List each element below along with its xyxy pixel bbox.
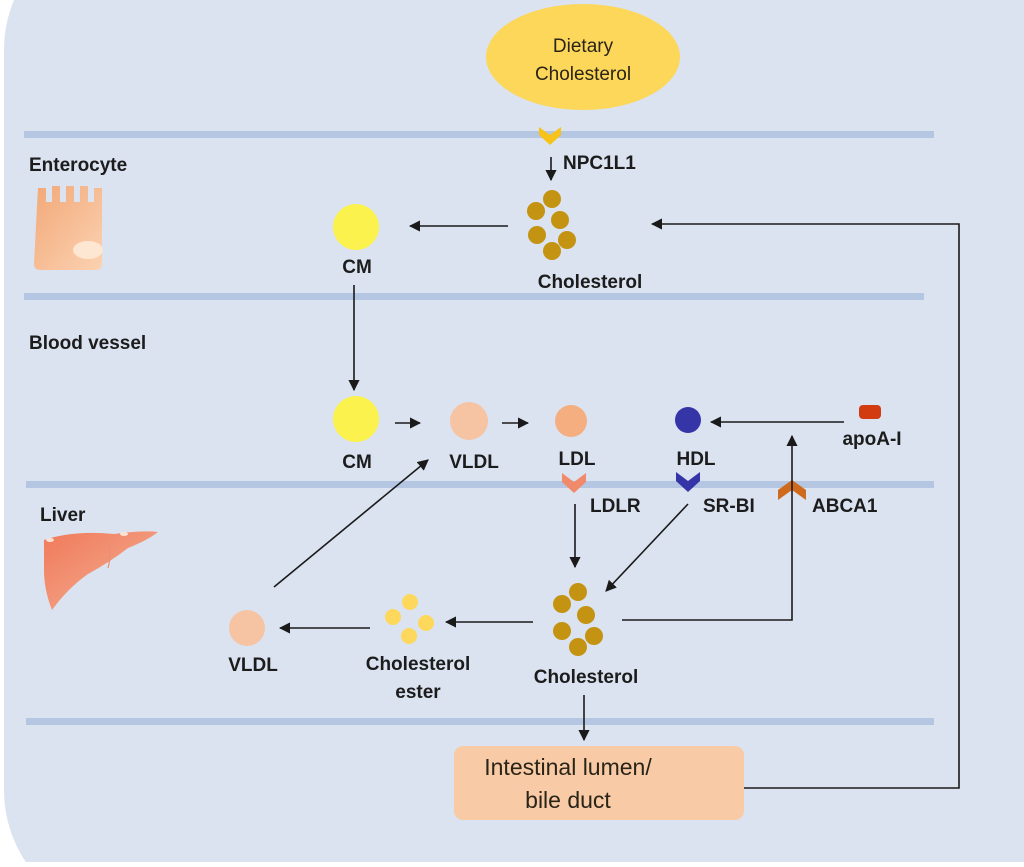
membrane-top (24, 131, 934, 138)
arrow-cholesterol-to-abca1 (622, 434, 798, 621)
apoai-label: apoA-I (842, 429, 901, 450)
liver-icon (44, 531, 158, 610)
abca1-label: ABCA1 (812, 496, 878, 517)
dietary-cholesterol-node: Dietary Cholesterol (486, 4, 680, 110)
membrane-enterocyte-blood (24, 293, 924, 300)
vldl-liver-particle (229, 610, 265, 646)
hdl-label: HDL (676, 449, 715, 470)
cholesterol-liver-label: Cholesterol (534, 667, 639, 688)
srbi-label: SR-BI (703, 496, 755, 517)
vldl-liver-label: VLDL (228, 655, 278, 676)
dietary-label-line2: Cholesterol (535, 64, 631, 85)
membrane-bottom (26, 718, 934, 725)
ldlr-receptor-icon (562, 473, 586, 493)
lumen-label-line2: bile duct (525, 787, 611, 813)
ldlr-label: LDLR (590, 496, 641, 517)
cholesterol-cluster-enterocyte (527, 190, 576, 260)
ldl-label: LDL (559, 449, 596, 470)
srbi-receptor-icon (676, 472, 700, 492)
arrow-vldl-liver-to-blood (273, 459, 429, 588)
ldl-particle (555, 405, 587, 437)
cholesterol-enterocyte-label: Cholesterol (538, 272, 643, 293)
region-label-blood-vessel: Blood vessel (29, 333, 146, 354)
ester-label-line1: Cholesterol (366, 654, 471, 675)
cm-blood-label: CM (342, 452, 372, 473)
enterocyte-cell-icon (34, 186, 103, 270)
lumen-label-line1: Intestinal lumen/ (484, 754, 652, 780)
cholesterol-ester-cluster (385, 594, 434, 644)
cholesterol-cluster-liver (553, 583, 603, 656)
vldl-blood-label: VLDL (449, 452, 499, 473)
region-label-liver: Liver (40, 505, 86, 526)
dietary-label-line1: Dietary (553, 36, 614, 57)
background-panel (4, 0, 1024, 867)
ester-label-line2: ester (395, 682, 441, 703)
npc1l1-receptor-icon (539, 127, 561, 145)
cm-enterocyte-label: CM (342, 257, 372, 278)
intestinal-lumen-node: Intestinal lumen/ bile duct (454, 746, 744, 820)
region-label-enterocyte: Enterocyte (29, 155, 127, 176)
arrow-lumen-to-enterocyte-cholesterol (650, 218, 960, 789)
cm-enterocyte-particle (333, 204, 379, 250)
hdl-particle (675, 407, 701, 433)
vldl-blood-particle (450, 402, 488, 440)
apoai-protein (859, 405, 881, 419)
npc1l1-label: NPC1L1 (563, 153, 636, 174)
membrane-blood-liver (26, 481, 934, 488)
arrow-srbi-to-cholesterol (605, 503, 689, 592)
cm-blood-particle (333, 396, 379, 442)
